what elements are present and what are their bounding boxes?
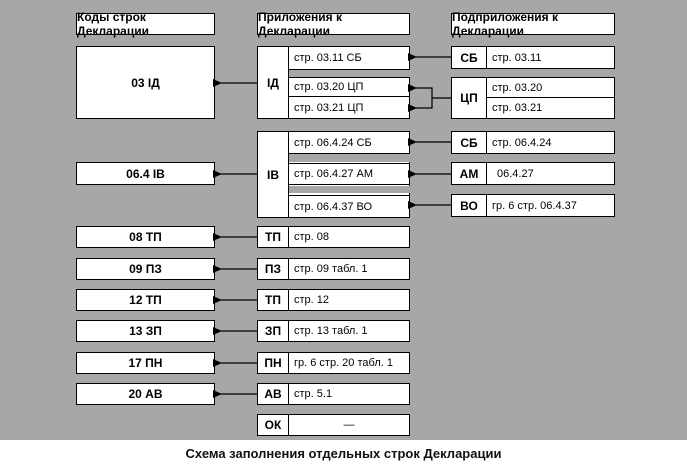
subapp-code: СБ xyxy=(452,47,487,68)
subapp-am: АМ 06.4.27 xyxy=(451,162,615,185)
app-pn: ПН гр. 6 стр. 20 табл. 1 xyxy=(257,352,410,374)
app-id-code: ІД xyxy=(258,47,289,118)
app-iv-gap xyxy=(289,186,410,193)
arrow-cp-top xyxy=(408,84,451,99)
app-iv-code: ІВ xyxy=(258,132,289,217)
subapp-text: гр. 6 стр. 06.4.37 xyxy=(492,199,577,212)
app-ok: ОК — xyxy=(257,414,410,436)
app-text: стр. 13 табл. 1 xyxy=(294,325,368,337)
app-av: АВ стр. 5.1 xyxy=(257,383,410,405)
app-code: ЗП xyxy=(258,321,289,341)
app-code: ПЗ xyxy=(258,259,289,279)
app-id-group: ІД стр. 03.11 СБ стр. 03.20 ЦП стр. 03.2… xyxy=(257,46,410,119)
app-iv-row: стр. 06.4.37 ВО xyxy=(289,195,409,217)
code-box-09-pz: 09 ПЗ xyxy=(76,258,215,280)
subapp-sb-03: СБ стр. 03.11 xyxy=(451,46,615,69)
subapp-text: 06.4.27 xyxy=(497,167,534,180)
subapp-text: стр. 03.20 xyxy=(487,78,614,98)
subapp-cp: ЦП стр. 03.20 стр. 03.21 xyxy=(451,77,615,119)
arrow-cp-bottom xyxy=(408,98,433,112)
connector-arrows xyxy=(213,53,451,398)
app-text: стр. 09 табл. 1 xyxy=(294,263,368,275)
code-box-08-tp: 08 ТП xyxy=(76,226,215,248)
app-id-row: стр. 03.11 СБ xyxy=(289,47,409,70)
subapp-sb-06: СБ стр. 06.4.24 xyxy=(451,131,615,154)
header-codes: Коды строк Декларации xyxy=(76,10,215,38)
subapp-code: ЦП xyxy=(452,78,487,118)
subapp-code: СБ xyxy=(452,132,487,153)
app-id-row: стр. 03.21 ЦП xyxy=(294,101,364,114)
subapp-text: стр. 06.4.24 xyxy=(492,136,552,149)
app-code: ТП xyxy=(258,227,289,247)
app-zp: ЗП стр. 13 табл. 1 xyxy=(257,320,410,342)
app-tp-08: ТП стр. 08 xyxy=(257,226,410,248)
app-pz: ПЗ стр. 09 табл. 1 xyxy=(257,258,410,280)
code-box-17-pn: 17 ПН xyxy=(76,352,215,374)
app-code: АВ xyxy=(258,384,289,404)
app-id-row: стр. 03.20 ЦП xyxy=(289,77,409,97)
code-box-13-zp: 13 ЗП xyxy=(76,320,215,342)
code-box-12-tp: 12 ТП xyxy=(76,289,215,311)
diagram-caption: Схема заполнения отдельных строк Деклара… xyxy=(185,446,502,461)
app-text: стр. 12 xyxy=(294,294,330,306)
subapp-code: ВО xyxy=(452,195,487,216)
subapp-text: стр. 03.11 xyxy=(492,51,542,64)
app-iv-row: стр. 06.4.24 СБ xyxy=(289,132,409,154)
app-text: стр. 5.1 xyxy=(294,388,333,400)
app-iv-gap xyxy=(289,154,410,162)
app-text: гр. 6 стр. 20 табл. 1 xyxy=(294,357,393,369)
app-tp-12: ТП стр. 12 xyxy=(257,289,410,311)
code-box-03-id: 03 ІД xyxy=(76,46,215,119)
subapp-text: стр. 03.21 xyxy=(492,102,543,114)
app-code: ТП xyxy=(258,290,289,310)
header-subapps: Подприложения к Декларации xyxy=(451,10,615,38)
subapp-code: АМ xyxy=(452,163,487,184)
app-id-gap xyxy=(289,70,410,77)
app-text: — xyxy=(343,419,355,431)
app-text: стр. 08 xyxy=(294,231,330,243)
app-iv-row: стр. 06.4.27 АМ xyxy=(289,163,409,185)
app-code: ПН xyxy=(258,353,289,373)
code-box-20-av: 20 АВ xyxy=(76,383,215,405)
header-apps: Приложения к Декларации xyxy=(257,10,410,38)
subapp-vo: ВО гр. 6 стр. 06.4.37 xyxy=(451,194,615,217)
app-code: ОК xyxy=(258,415,289,435)
app-iv-group: ІВ стр. 06.4.24 СБ стр. 06.4.27 АМ стр. … xyxy=(257,131,410,218)
